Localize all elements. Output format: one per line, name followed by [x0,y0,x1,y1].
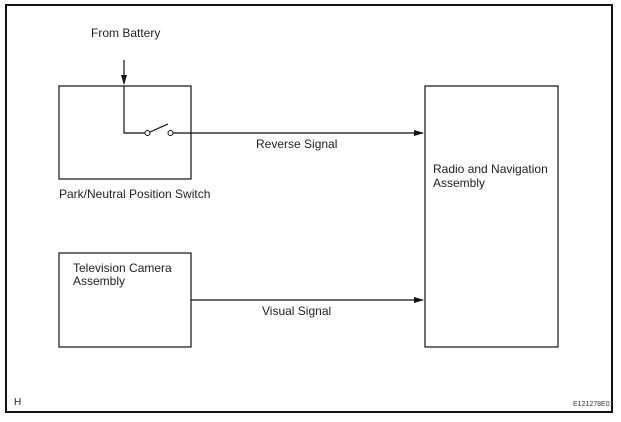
switch-blade [149,123,169,133]
corner-mark: H [14,397,22,408]
reverse-signal-label: Reverse Signal [256,137,338,151]
from-battery-label: From Battery [91,26,161,40]
radio-navigation-assembly-box [424,85,559,348]
switch-contact-left [144,130,151,136]
radio-navigation-label-line2: Assembly [433,176,486,190]
park-neutral-switch-label: Park/Neutral Position Switch [59,187,211,201]
tv-camera-label-line1: Television Camera [73,261,172,275]
switch-internal-wire [123,86,145,134]
tv-camera-label-line2: Assembly [73,274,126,288]
visual-signal-label: Visual Signal [262,304,332,318]
figure-id: E121278E01 [573,401,614,408]
diagram-frame [5,4,613,413]
switch-contact-right [167,130,174,136]
radio-navigation-label-line1: Radio and Navigation [433,162,548,176]
